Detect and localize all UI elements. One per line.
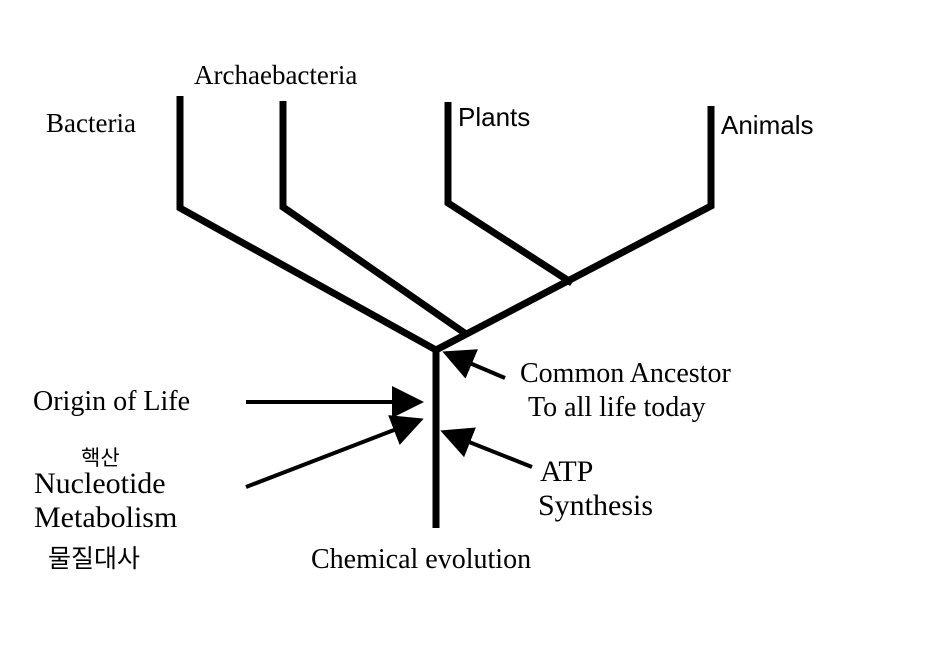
metabolism-label: Metabolism xyxy=(34,501,178,534)
nucleotide-arrow xyxy=(245,415,424,489)
atp-label: ATP xyxy=(540,455,594,488)
archaebacteria-label: Archaebacteria xyxy=(194,60,358,90)
atp-arrow xyxy=(440,427,533,469)
archaebacteria-branch xyxy=(279,101,468,337)
bacteria-label: Bacteria xyxy=(46,108,136,138)
animals-label: Animals xyxy=(721,110,814,140)
common-ancestor-arrow xyxy=(442,349,506,380)
bacteria-branch xyxy=(176,96,438,354)
origin-of-life-label: Origin of Life xyxy=(33,386,191,417)
nucleotide-korean-label: 핵산 xyxy=(81,446,120,470)
common-ancestor-sublabel: To all life today xyxy=(528,392,706,423)
nucleotide-label: Nucleotide xyxy=(34,467,166,500)
metabolism-korean-label: 물질대사 xyxy=(48,544,141,573)
plants-branch xyxy=(444,102,574,286)
chemical-evolution-label: Chemical evolution xyxy=(311,544,532,575)
atp-synthesis-label: Synthesis xyxy=(538,489,654,522)
animals-branch xyxy=(434,106,715,354)
plants-label: Plants xyxy=(458,102,531,132)
common-ancestor-label: Common Ancestor xyxy=(520,358,731,389)
